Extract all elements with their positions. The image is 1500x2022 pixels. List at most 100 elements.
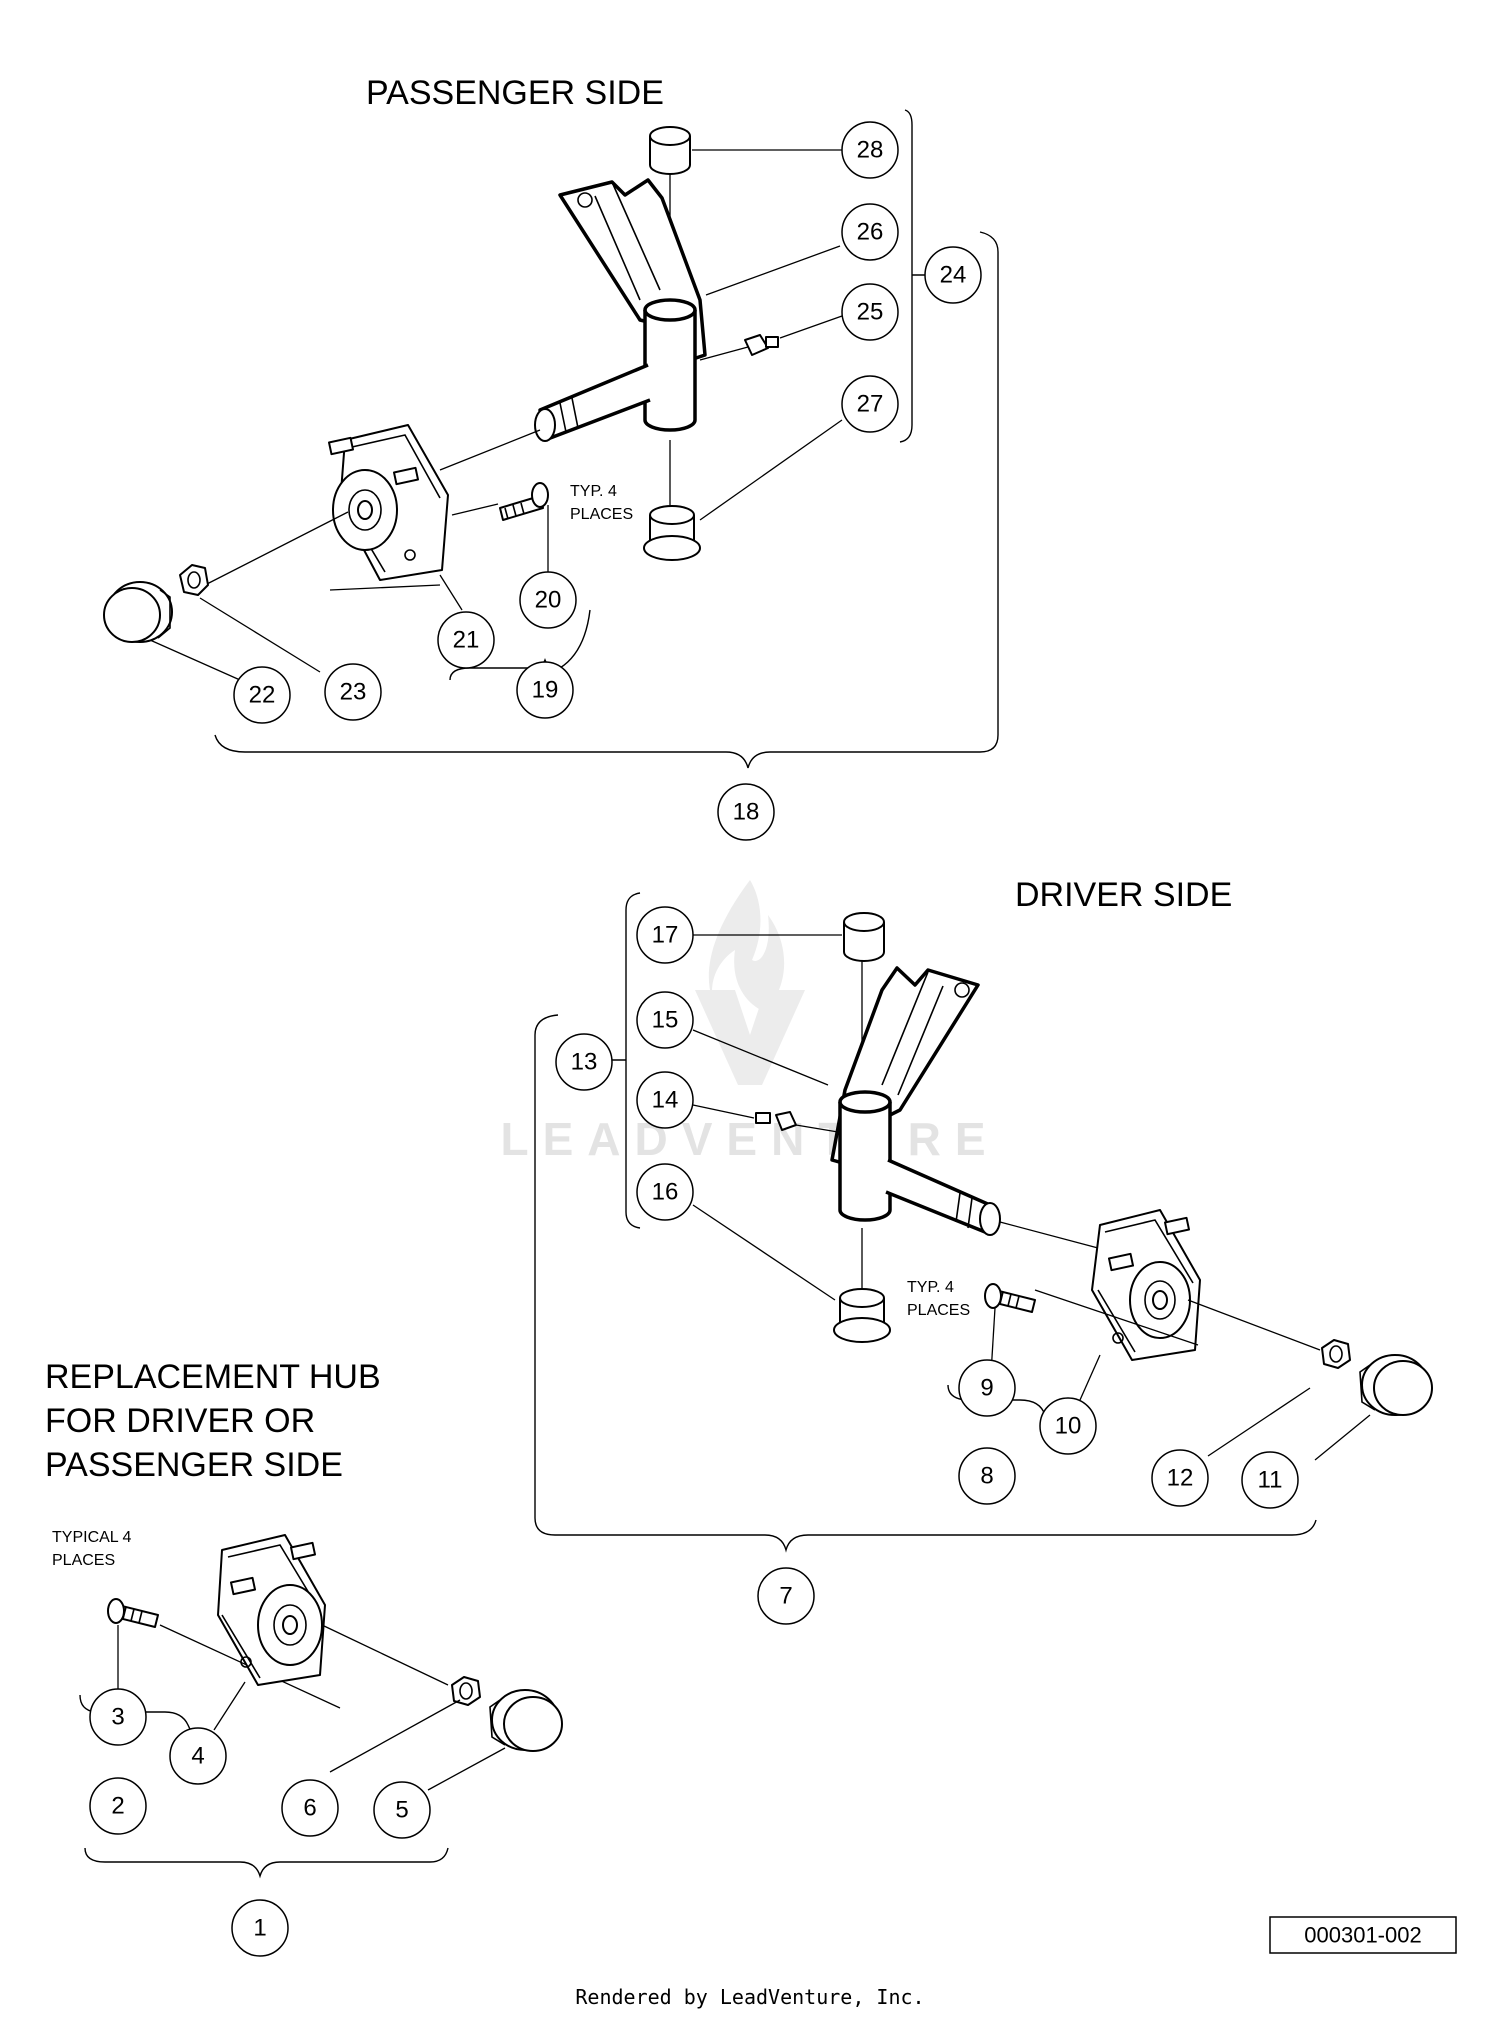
svg-text:19: 19	[532, 677, 559, 704]
replacement-typ-note-line2: PLACES	[52, 1552, 115, 1569]
callout-17: 17	[636, 906, 694, 964]
driver-typ-note-line1: TYP. 4	[907, 1279, 954, 1296]
brace-13	[612, 892, 641, 1229]
callout-4: 4	[169, 1727, 227, 1785]
replacement-bolt-part	[107, 1598, 159, 1628]
callout-18: 18	[717, 783, 775, 841]
callout-28: 28	[841, 121, 899, 179]
svg-text:2: 2	[111, 1793, 124, 1820]
lower-bushing-part	[643, 505, 701, 561]
svg-text:25: 25	[857, 299, 884, 326]
svg-text:20: 20	[535, 587, 562, 614]
replacement-hub-heading-line3: PASSENGER SIDE	[45, 1446, 343, 1484]
passenger-side-heading: PASSENGER SIDE	[366, 74, 664, 112]
svg-text:22: 22	[249, 682, 276, 709]
driver-side-assembly: TYP. 4 PLACES	[755, 912, 1433, 1416]
callout-25: 25	[841, 283, 899, 341]
driver-hub-part	[1091, 1209, 1201, 1361]
replacement-leaders	[117, 1625, 506, 1791]
svg-text:7: 7	[779, 1583, 792, 1610]
brace-1	[84, 1847, 449, 1879]
svg-text:15: 15	[652, 1007, 679, 1034]
svg-text:17: 17	[652, 922, 679, 949]
callout-15: 15	[636, 991, 694, 1049]
callout-10: 10	[1039, 1397, 1097, 1455]
svg-text:23: 23	[340, 679, 367, 706]
replacement-hub-part	[217, 1534, 326, 1686]
svg-text:24: 24	[940, 262, 967, 289]
reference-number-box: 000301-002	[1269, 1916, 1457, 1954]
callout-16: 16	[636, 1163, 694, 1221]
svg-text:11: 11	[1258, 1467, 1283, 1494]
callout-23: 23	[324, 663, 382, 721]
callout-19: 19	[516, 661, 574, 719]
passenger-spindle-part	[534, 178, 707, 442]
callout-20: 20	[519, 571, 577, 629]
svg-text:13: 13	[571, 1049, 598, 1076]
brace-24	[899, 109, 925, 443]
upper-bushing-part	[649, 126, 691, 175]
replacement-nut-part	[451, 1676, 481, 1706]
svg-text:9: 9	[980, 1375, 993, 1402]
watermark-v-icon	[695, 990, 805, 1085]
callout-22: 22	[233, 666, 291, 724]
driver-typ-note-line2: PLACES	[907, 1302, 970, 1319]
svg-text:26: 26	[857, 219, 884, 246]
brace-18	[214, 231, 999, 769]
passenger-typ-note-line2: PLACES	[570, 506, 633, 523]
callout-7: 7	[757, 1567, 815, 1625]
callout-24: 24	[924, 246, 982, 304]
svg-text:16: 16	[652, 1179, 679, 1206]
driver-lower-bushing-part	[833, 1288, 891, 1343]
replacement-hub-heading-line1: REPLACEMENT HUB	[45, 1358, 381, 1396]
passenger-typ-note-line1: TYP. 4	[570, 483, 617, 500]
brace-7	[534, 1014, 1317, 1553]
driver-bolt-part	[984, 1283, 1036, 1313]
footer-credit: Rendered by LeadVenture, Inc.	[575, 1985, 924, 2009]
watermark: LEADVENTURE	[500, 880, 999, 1165]
callouts: 28 26 24 25 27 20 21 19 23 22 18 17 15 1…	[89, 121, 1299, 1957]
svg-text:28: 28	[857, 137, 884, 164]
driver-leaders	[692, 934, 1371, 1461]
svg-text:3: 3	[111, 1704, 124, 1731]
driver-nut-part	[1321, 1339, 1351, 1369]
callout-5: 5	[373, 1781, 431, 1839]
watermark-text: LEADVENTURE	[500, 1113, 999, 1165]
brace-19	[449, 609, 591, 681]
svg-text:6: 6	[303, 1795, 316, 1822]
callout-27: 27	[841, 375, 899, 433]
replacement-typ-note-line1: TYPICAL 4	[52, 1529, 132, 1546]
driver-spindle-part	[830, 966, 1001, 1236]
passenger-side-assembly: TYP. 4 PLACES	[103, 126, 779, 643]
watermark-flame-icon	[708, 880, 785, 1015]
svg-text:14: 14	[652, 1087, 679, 1114]
callout-21: 21	[437, 611, 495, 669]
replacement-hub-assembly: TYPICAL 4 PLACES	[52, 1529, 563, 1752]
driver-side-heading: DRIVER SIDE	[1015, 876, 1232, 914]
passenger-hub-part	[327, 424, 449, 581]
reference-number: 000301-002	[1304, 1923, 1421, 1948]
callout-13: 13	[555, 1033, 613, 1091]
callout-14: 14	[636, 1071, 694, 1129]
callout-11: 11	[1241, 1451, 1299, 1509]
replacement-dust-cap-part	[489, 1689, 563, 1752]
replacement-hub-heading-line2: FOR DRIVER OR	[45, 1402, 315, 1440]
callout-6: 6	[281, 1779, 339, 1837]
passenger-grease-fitting-part	[744, 334, 779, 356]
callout-9: 9	[958, 1359, 1016, 1417]
driver-dust-cap-part	[1359, 1354, 1433, 1416]
passenger-nut-part	[179, 564, 209, 596]
passenger-dust-cap-part	[103, 581, 173, 643]
passenger-leaders	[149, 149, 843, 681]
callout-26: 26	[841, 203, 899, 261]
svg-text:12: 12	[1167, 1465, 1194, 1492]
svg-text:21: 21	[453, 627, 480, 654]
svg-text:18: 18	[733, 799, 760, 826]
driver-upper-bushing-part	[843, 912, 885, 962]
callout-3: 3	[89, 1688, 147, 1746]
svg-text:1: 1	[253, 1915, 266, 1942]
callout-2: 2	[89, 1777, 147, 1835]
svg-text:5: 5	[395, 1797, 408, 1824]
svg-text:8: 8	[980, 1463, 993, 1490]
